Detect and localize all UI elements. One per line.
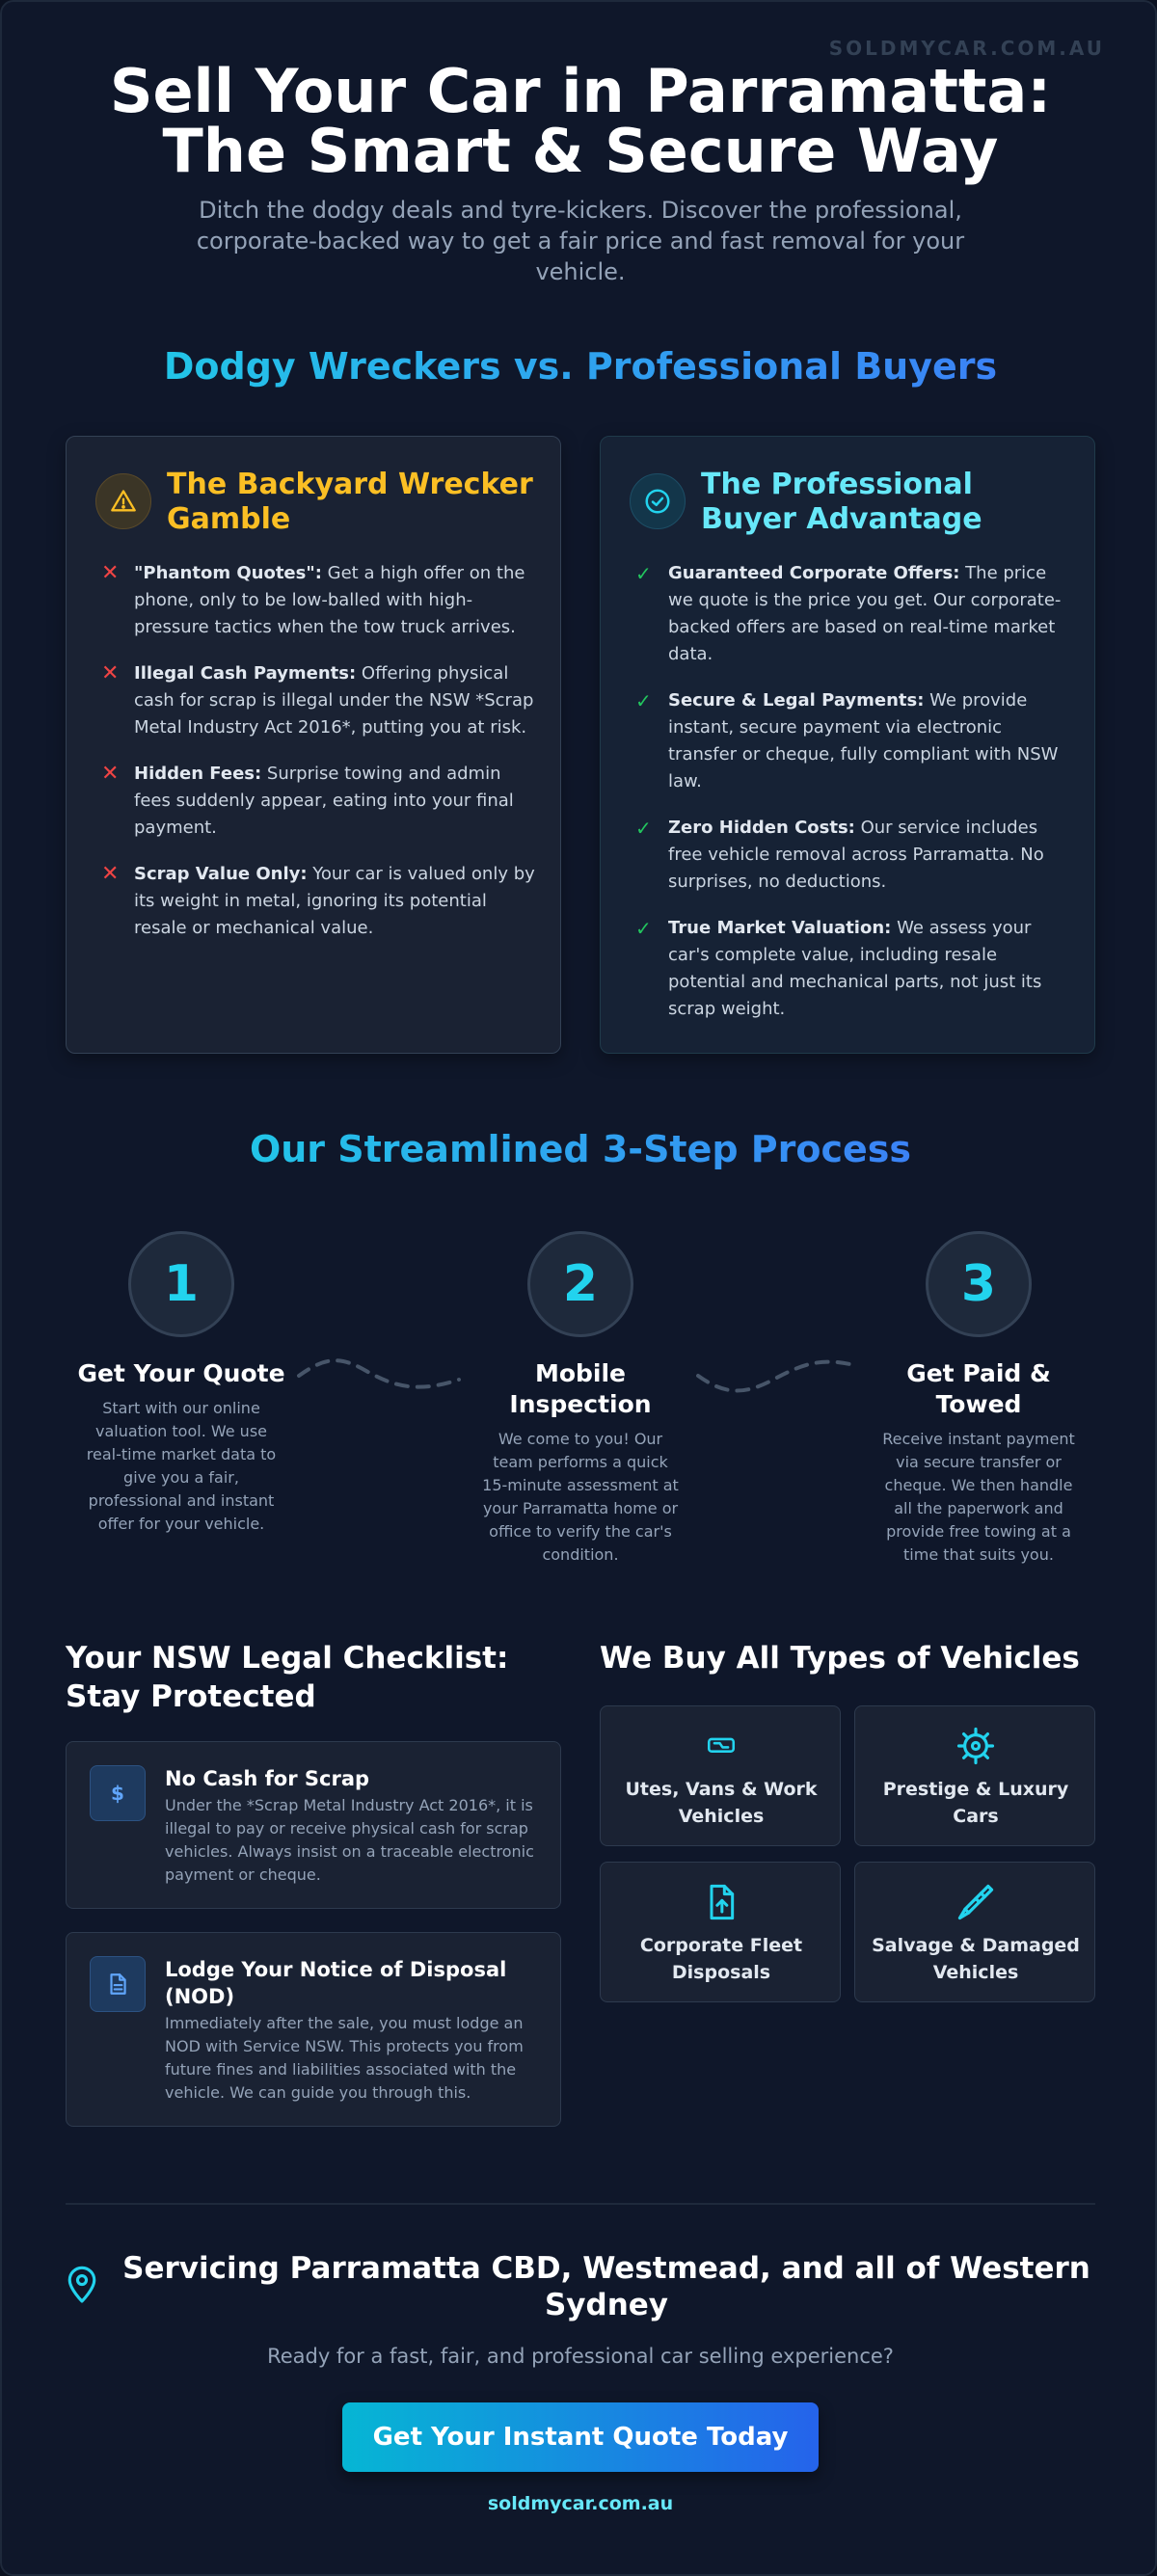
list-item-text: We assess your car's complete value, inc… — [668, 918, 1042, 1019]
list-item-label: Hidden Fees: — [134, 764, 262, 784]
vehicles-heading: We Buy All Types of Vehicles — [600, 1641, 1080, 1676]
legal-item-nod: Lodge Your Notice of Disposal (NOD) Imme… — [66, 1932, 561, 2127]
step-title: Get Paid & Towed — [906, 1359, 1051, 1418]
professional-card: The Professional Buyer Advantage ✓ Guaran… — [600, 436, 1095, 1054]
process-step-2: 2 Mobile Inspection We come to you! Our … — [474, 1231, 686, 1567]
section-divider — [66, 2203, 1095, 2205]
cross-icon: ✕ — [101, 661, 120, 685]
list-item-label: "Phantom Quotes": — [134, 563, 322, 583]
list-item-text: Surprise towing and admin fees suddenly … — [134, 764, 514, 838]
vehicle-type-label: Utes, Vans & Work Vehicles — [625, 1779, 818, 1827]
step-description: Receive instant payment via secure trans… — [882, 1430, 1075, 1564]
connector-wave-2 — [696, 1359, 860, 1393]
connector-wave-1 — [297, 1358, 461, 1389]
document-icon — [90, 1956, 146, 2012]
step-number: 3 — [926, 1231, 1032, 1337]
legal-item-title: Lodge Your Notice of Disposal (NOD) — [165, 1958, 507, 2008]
step-title: Mobile Inspection — [509, 1359, 652, 1418]
step-number: 1 — [128, 1231, 234, 1337]
vehicle-type-label: Salvage & Damaged Vehicles — [872, 1935, 1080, 1983]
legal-item-description: Under the *Scrap Metal Industry Act 2016… — [165, 1796, 534, 1884]
process-step-3: 3 Get Paid & Towed Receive instant payme… — [873, 1231, 1085, 1567]
list-item-label: True Market Valuation: — [668, 918, 892, 938]
vehicle-type-fleet: Corporate Fleet Disposals — [600, 1862, 841, 2002]
list-item-label: Scrap Value Only: — [134, 864, 308, 884]
list-item: ✓ Secure & Legal Payments: We provide ins… — [635, 687, 1069, 795]
process-heading-text: Our Streamlined 3-Step Process — [249, 1128, 912, 1170]
legal-heading: Your NSW Legal Checklist: Stay Protected — [66, 1641, 509, 1714]
step-number: 2 — [527, 1231, 633, 1337]
professional-card-title: The Professional Buyer Advantage — [701, 468, 982, 536]
vehicle-type-label: Prestige & Luxury Cars — [882, 1779, 1069, 1827]
list-item-text: Our service includes free vehicle remova… — [668, 818, 1044, 892]
list-item: ✓ Zero Hidden Costs: Our service includes… — [635, 815, 1069, 896]
list-item-text: We provide instant, secure payment via e… — [668, 690, 1059, 792]
list-item: ✕ Illegal Cash Payments: Offering physica… — [101, 660, 535, 741]
map-pin-icon — [67, 2266, 96, 2303]
website-link[interactable]: soldmycar.com.au — [487, 2493, 674, 2514]
legal-item-title: No Cash for Scrap — [165, 1767, 370, 1790]
list-item: ✓ Guaranteed Corporate Offers: The price … — [635, 560, 1069, 668]
list-item: ✕ "Phantom Quotes": Get a high offer on t… — [101, 560, 535, 641]
process-heading: Our Streamlined 3-Step Process — [2, 1128, 1155, 1170]
legal-item-cash: $ No Cash for Scrap Under the *Scrap Met… — [66, 1741, 561, 1909]
step-description: We come to you! Our team performs a quic… — [482, 1430, 679, 1564]
wrecker-card-header: The Backyard Wrecker Gamble — [95, 468, 539, 537]
list-item-label: Zero Hidden Costs: — [668, 818, 855, 838]
gear-icon — [855, 1722, 1096, 1770]
cross-icon: ✕ — [101, 561, 120, 585]
page-title: Sell Your Car in Parramatta: The Smart &… — [2, 56, 1155, 186]
dollar-icon: $ — [90, 1765, 146, 1821]
check-circle-icon — [630, 473, 686, 529]
list-item-text: Offering physical cash for scrap is ille… — [134, 663, 534, 738]
truck-icon — [601, 1722, 842, 1770]
list-item-text: Your car is valued only by its weight in… — [134, 864, 535, 938]
process-step-1: 1 Get Your Quote Start with our online v… — [75, 1231, 287, 1536]
professional-card-header: The Professional Buyer Advantage — [630, 468, 1073, 537]
vehicle-type-prestige: Prestige & Luxury Cars — [854, 1705, 1095, 1846]
comparison-heading: Dodgy Wreckers vs. Professional Buyers — [2, 345, 1155, 388]
wrecker-card-title: The Backyard Wrecker Gamble — [167, 468, 533, 536]
check-icon: ✓ — [635, 817, 652, 840]
list-item-text: The price we quote is the price you get.… — [668, 563, 1062, 664]
wrecker-card: The Backyard Wrecker Gamble ✕ "Phantom Qu… — [66, 436, 561, 1054]
step-description: Start with our online valuation tool. We… — [86, 1399, 277, 1533]
list-item: ✕ Hidden Fees: Surprise towing and admin … — [101, 761, 535, 842]
warning-icon — [95, 473, 151, 529]
check-icon: ✓ — [635, 689, 652, 712]
cross-icon: ✕ — [101, 762, 120, 786]
ready-text: Ready for a fast, fair, and professional… — [267, 2345, 894, 2368]
vehicle-type-utes: Utes, Vans & Work Vehicles — [600, 1705, 841, 1846]
tool-icon — [855, 1878, 1096, 1926]
brand-wordmark: SOLDMYCAR.COM.AU — [828, 37, 1105, 60]
list-item-text: Get a high offer on the phone, only to b… — [134, 563, 525, 637]
cross-icon: ✕ — [101, 862, 120, 886]
list-item: ✕ Scrap Value Only: Your car is valued on… — [101, 861, 535, 942]
list-item-label: Guaranteed Corporate Offers: — [668, 563, 960, 583]
step-title: Get Your Quote — [77, 1359, 285, 1387]
professional-list: ✓ Guaranteed Corporate Offers: The price … — [635, 560, 1069, 1042]
wrecker-list: ✕ "Phantom Quotes": Get a high offer on t… — [101, 560, 535, 961]
get-quote-button[interactable]: Get Your Instant Quote Today — [342, 2402, 819, 2472]
list-item-label: Secure & Legal Payments: — [668, 690, 925, 711]
page-title-line-1: Sell Your Car in Parramatta: — [109, 56, 1052, 126]
check-icon: ✓ — [635, 562, 652, 585]
vehicle-type-salvage: Salvage & Damaged Vehicles — [854, 1862, 1095, 2002]
vehicle-type-label: Corporate Fleet Disposals — [639, 1935, 803, 1983]
file-upload-icon — [601, 1878, 842, 1926]
comparison-heading-text: Dodgy Wreckers vs. Professional Buyers — [163, 345, 998, 388]
page-title-line-2: The Smart & Secure Way — [162, 116, 999, 186]
list-item-label: Illegal Cash Payments: — [134, 663, 357, 684]
list-item: ✓ True Market Valuation: We assess your c… — [635, 915, 1069, 1023]
legal-item-description: Immediately after the sale, you must lod… — [165, 2014, 524, 2102]
service-area-title: Servicing Parramatta CBD, Westmead, and … — [122, 2251, 1090, 2322]
check-icon: ✓ — [635, 917, 652, 940]
page-subtitle: Ditch the dodgy deals and tyre-kickers. … — [196, 197, 965, 285]
